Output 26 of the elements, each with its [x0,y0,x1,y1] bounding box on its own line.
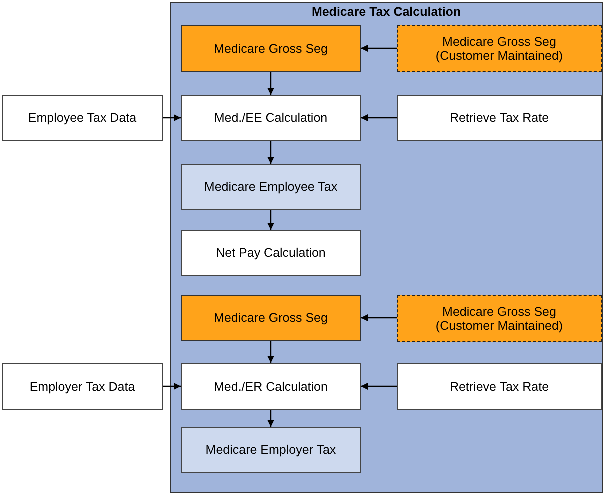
external-data-box: Medicare Gross Seg (Customer Maintained) [397,295,602,342]
arrow [163,383,181,390]
output-box: Medicare Employee Tax [181,164,361,210]
process-box: Med./EE Calculation [181,95,361,141]
arrow [268,341,274,363]
process-box: Retrieve Tax Rate [397,95,602,141]
arrow [268,410,274,427]
arrow [361,114,397,122]
process-box: Medicare Gross Seg [181,25,361,72]
output-box: Medicare Employer Tax [181,427,361,473]
arrow [361,383,397,390]
group-panel [170,2,603,493]
arrow [361,314,397,322]
arrow [361,45,397,52]
process-box: Net Pay Calculation [181,230,361,276]
arrow [268,141,274,164]
arrow [268,210,274,230]
process-box: Medicare Gross Seg [181,295,361,341]
process-box: Employee Tax Data [2,95,163,141]
arrow [268,72,274,95]
process-box: Med./ER Calculation [181,363,361,410]
arrow [163,114,181,122]
external-data-box: Medicare Gross Seg (Customer Maintained) [397,25,602,72]
process-box: Employer Tax Data [2,363,163,410]
group-title: Medicare Tax Calculation [310,5,462,19]
process-box: Retrieve Tax Rate [397,363,602,410]
